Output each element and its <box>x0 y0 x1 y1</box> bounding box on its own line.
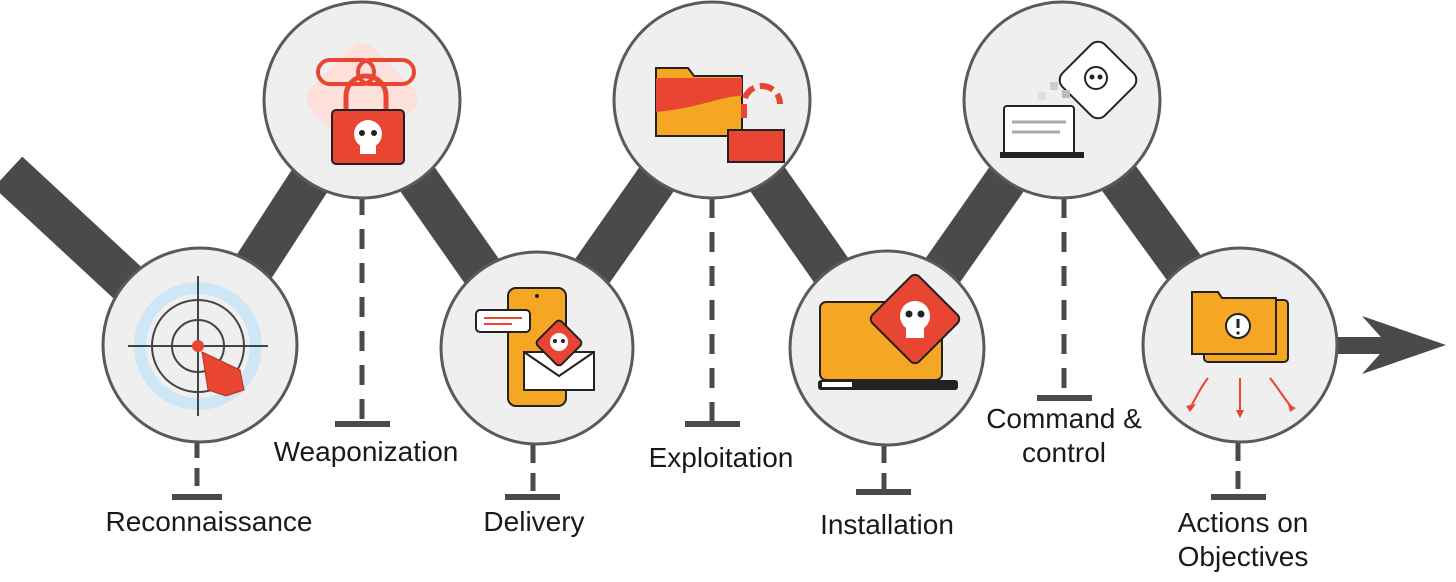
stage-label-exploitation: Exploitation <box>648 442 794 473</box>
stems <box>172 195 1266 500</box>
arrow-right-icon <box>1338 316 1446 374</box>
laptop-skull-icon <box>818 273 961 390</box>
stage-label-weaponization: Weaponization <box>273 436 459 467</box>
stage-reconnaissance <box>101 246 299 444</box>
phone-email-skull-icon <box>475 287 595 407</box>
stage-label-reconnaissance: Reconnaissance <box>105 506 313 537</box>
folder-unlocked-icon <box>655 67 785 163</box>
folder-alert-icon <box>1186 291 1296 418</box>
target-cursor-icon <box>128 276 268 416</box>
stage-installation <box>788 249 986 447</box>
stage-exploitation <box>612 0 812 200</box>
link-lock-skull-icon <box>306 43 418 165</box>
stage-weaponization <box>262 0 462 200</box>
stage-label-delivery: Delivery <box>483 506 585 537</box>
stage-delivery <box>439 250 635 446</box>
stage-command-control <box>962 0 1162 200</box>
stage-actions-on-objectives <box>1141 246 1339 444</box>
stage-label-command-control: Command &control <box>986 403 1142 468</box>
laptop-skull-signal-icon <box>1000 40 1138 158</box>
stage-label-installation: Installation <box>820 509 954 540</box>
